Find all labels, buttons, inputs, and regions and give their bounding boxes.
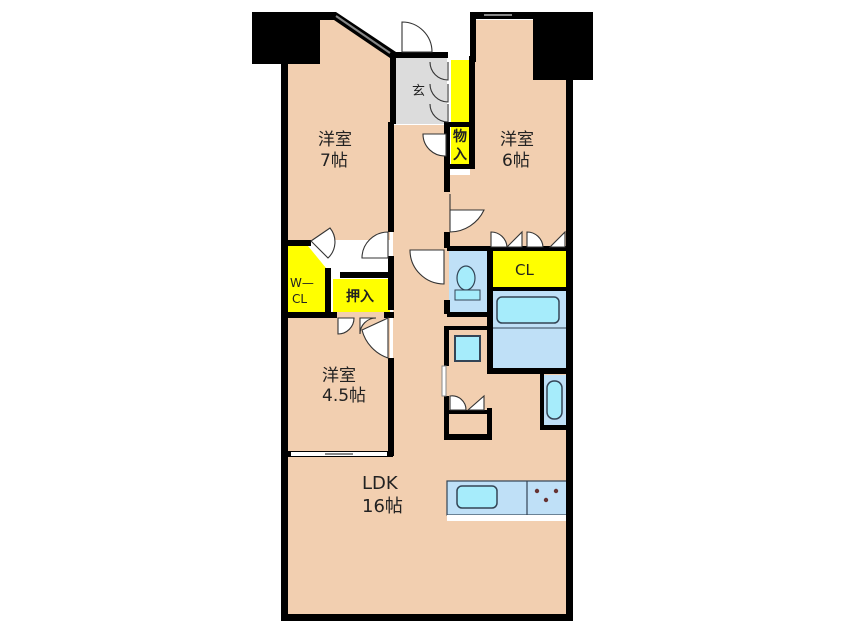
walkin-closet [287, 246, 326, 312]
ldk-size: 16帖 [362, 496, 403, 517]
cl-label: CL [515, 261, 534, 279]
oshiire-closet [333, 279, 390, 312]
western-7-room [287, 18, 390, 240]
entrance-label: 玄 [412, 84, 425, 99]
room-7-name: 洋室 [318, 130, 352, 150]
room-6-size: 6帖 [502, 151, 530, 171]
ldk-floor [287, 20, 567, 614]
sink [456, 485, 498, 509]
doors[interactable] [310, 21, 566, 411]
toilet-icon [456, 265, 476, 291]
toilet-door [409, 249, 445, 285]
walls [252, 12, 593, 621]
wcl-label-2: CL [292, 292, 307, 306]
front-door [401, 21, 433, 53]
shoe-storage [451, 60, 469, 122]
wcl-label-1: W— [290, 276, 314, 290]
storage-closet [451, 126, 469, 164]
ldk-name: LDK [362, 473, 399, 494]
wcl-door [310, 227, 336, 259]
storage-label-1: 物 [453, 128, 467, 145]
room-6-name: 洋室 [500, 130, 534, 150]
door-6 [449, 194, 485, 233]
entrance [395, 58, 447, 124]
stove-burner [534, 488, 540, 494]
door-45 [361, 317, 389, 359]
cl-closet [491, 251, 566, 287]
bathtub [496, 296, 560, 324]
room-45-size: 4.5帖 [322, 386, 366, 406]
storage-label-2: 入 [453, 147, 467, 163]
washbasin [454, 335, 481, 362]
oshiire-label: 押入 [346, 288, 374, 305]
door-7 [361, 231, 389, 259]
room-7-size: 7帖 [320, 151, 348, 171]
room-45-name: 洋室 [322, 366, 356, 386]
diagonal-window-wall [320, 12, 396, 58]
